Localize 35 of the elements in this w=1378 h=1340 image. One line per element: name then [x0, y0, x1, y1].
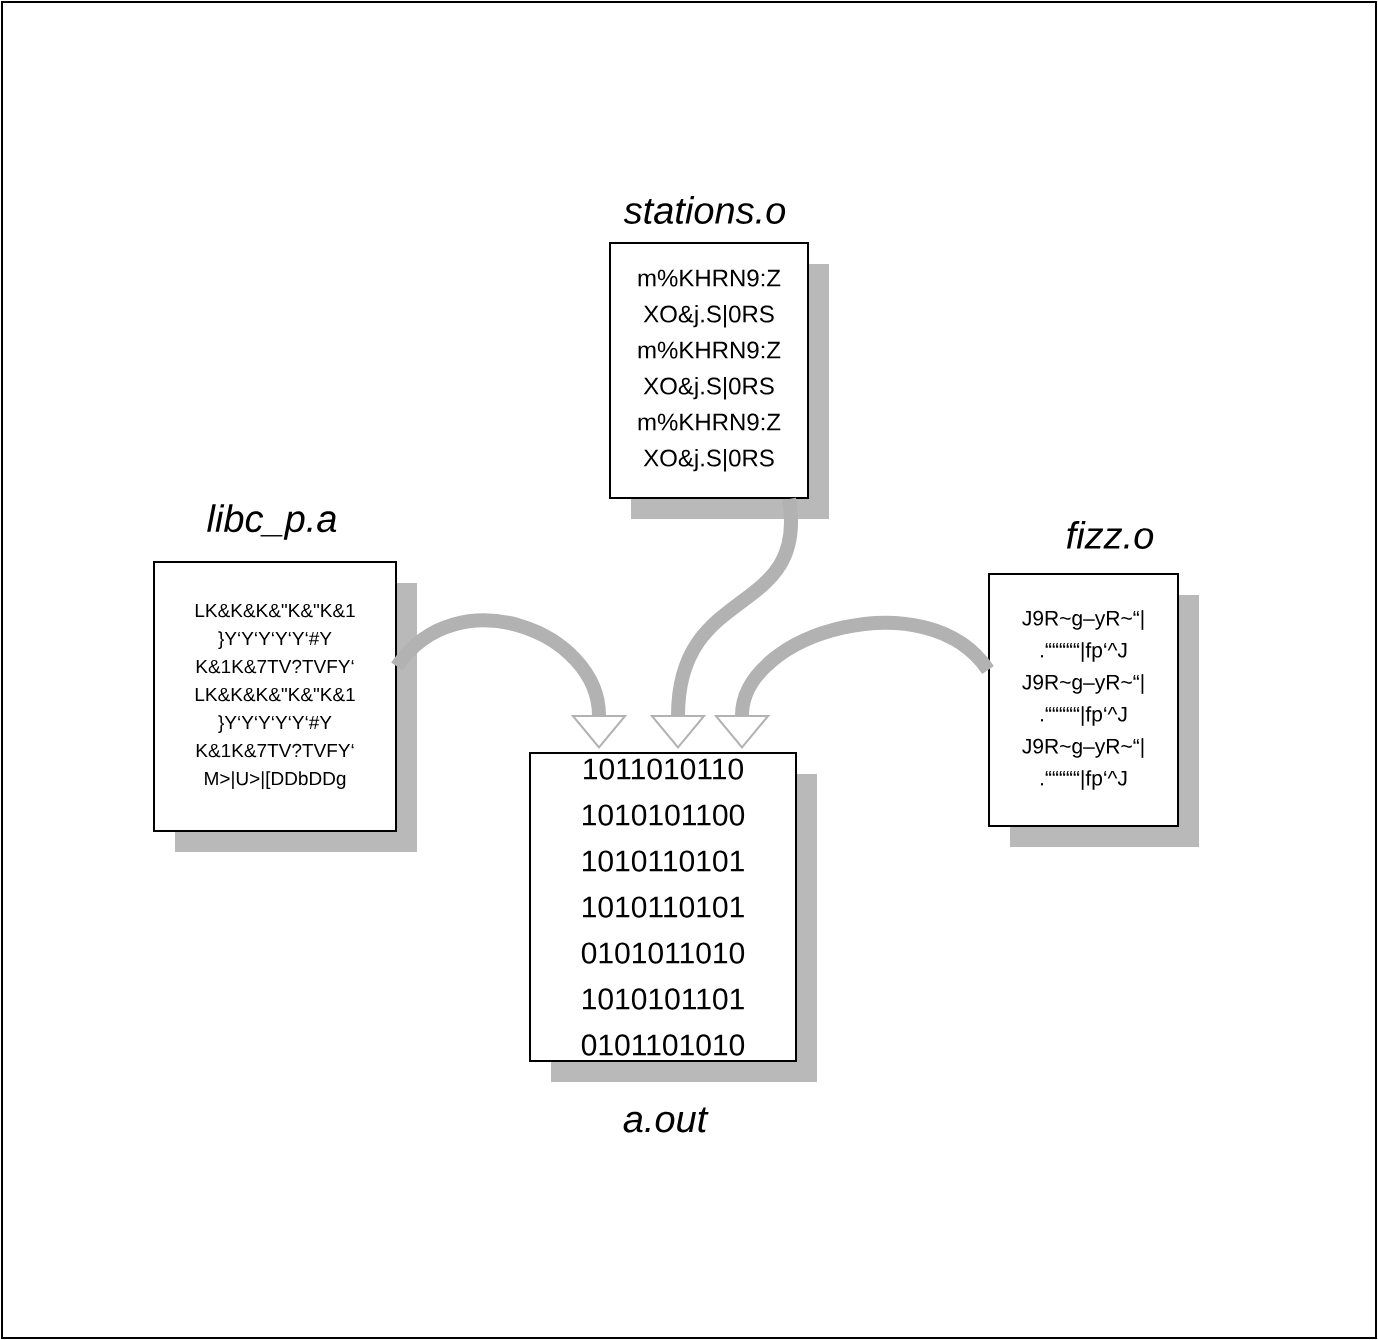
node-label: 1010101100: [582, 804, 745, 826]
node-label: m%KHRN9:Z: [638, 269, 781, 287]
node-label: J9R~g–yR~“|: [1022, 610, 1144, 630]
node-label: K&1K&7TV?TVFY‘: [196, 743, 354, 758]
file-box: J9R~g–yR~“| .“““““|fp‘^J J9R~g–yR~“| .“““““|fp‘^J J9R~g–yR~“| .“““““|fp‘^J: [988, 573, 1179, 827]
node-label: 1010110101: [582, 850, 744, 872]
node-label: M>|U>|[DDbDDg: [205, 771, 346, 790]
file-box: 1011010110 1010101100 1010110101 1010110101 0101011010 1010101101 0101101010: [529, 752, 797, 1062]
node-label: K&1K&7TV?TVFY‘: [196, 659, 354, 674]
node-label: XO&j.S|0RS: [643, 376, 774, 400]
node-label: m%KHRN9:Z: [638, 413, 781, 431]
file-box: LK&K&K&"K&"K&1 }Y‘Y‘Y‘Y‘Y‘#Y K&1K&7TV?TVFY‘ LK&K&K&"K&"K&1 }Y‘Y‘Y‘Y‘Y‘#Y K&1K&7TV?TVFY‘ M>|U>|[DDbDDg: [153, 561, 397, 832]
file-name: stations.o: [623, 196, 786, 224]
node-label: 1011010110: [584, 758, 743, 780]
node-label: }Y‘Y‘Y‘Y‘Y‘#Y: [218, 715, 332, 733]
node-label: LK&K&K&"K&"K&1: [195, 687, 355, 702]
curved-arrow: [391, 613, 628, 749]
node-label: .“““““|fp‘^J: [1041, 770, 1127, 790]
node-label: 0101101010: [581, 1034, 745, 1056]
file-name: libc_p.a: [207, 504, 337, 540]
node-label: }Y‘Y‘Y‘Y‘Y‘#Y: [218, 631, 332, 649]
node-label: .“““““|fp‘^J: [1041, 706, 1127, 726]
file-name: a.out: [623, 1107, 709, 1133]
file-name: fizz.o: [1066, 521, 1154, 549]
node-label: m%KHRN9:Z: [638, 341, 781, 359]
node-label: J9R~g–yR~“|: [1022, 738, 1144, 758]
node-label: 1010101101: [582, 988, 744, 1010]
node-label: .“““““|fp‘^J: [1041, 642, 1127, 662]
node-label: XO&j.S|0RS: [643, 448, 774, 472]
file-box: m%KHRN9:Z XO&j.S|0RS m%KHRN9:Z XO&j.S|0RS m%KHRN9:Z XO&j.S|0RS: [609, 242, 809, 499]
node-label: XO&j.S|0RS: [643, 304, 774, 328]
node-label: LK&K&K&"K&"K&1: [195, 603, 355, 618]
node-label: J9R~g–yR~“|: [1022, 674, 1144, 694]
node-label: 1010110101: [582, 896, 744, 918]
node-label: 0101011010: [581, 942, 745, 964]
